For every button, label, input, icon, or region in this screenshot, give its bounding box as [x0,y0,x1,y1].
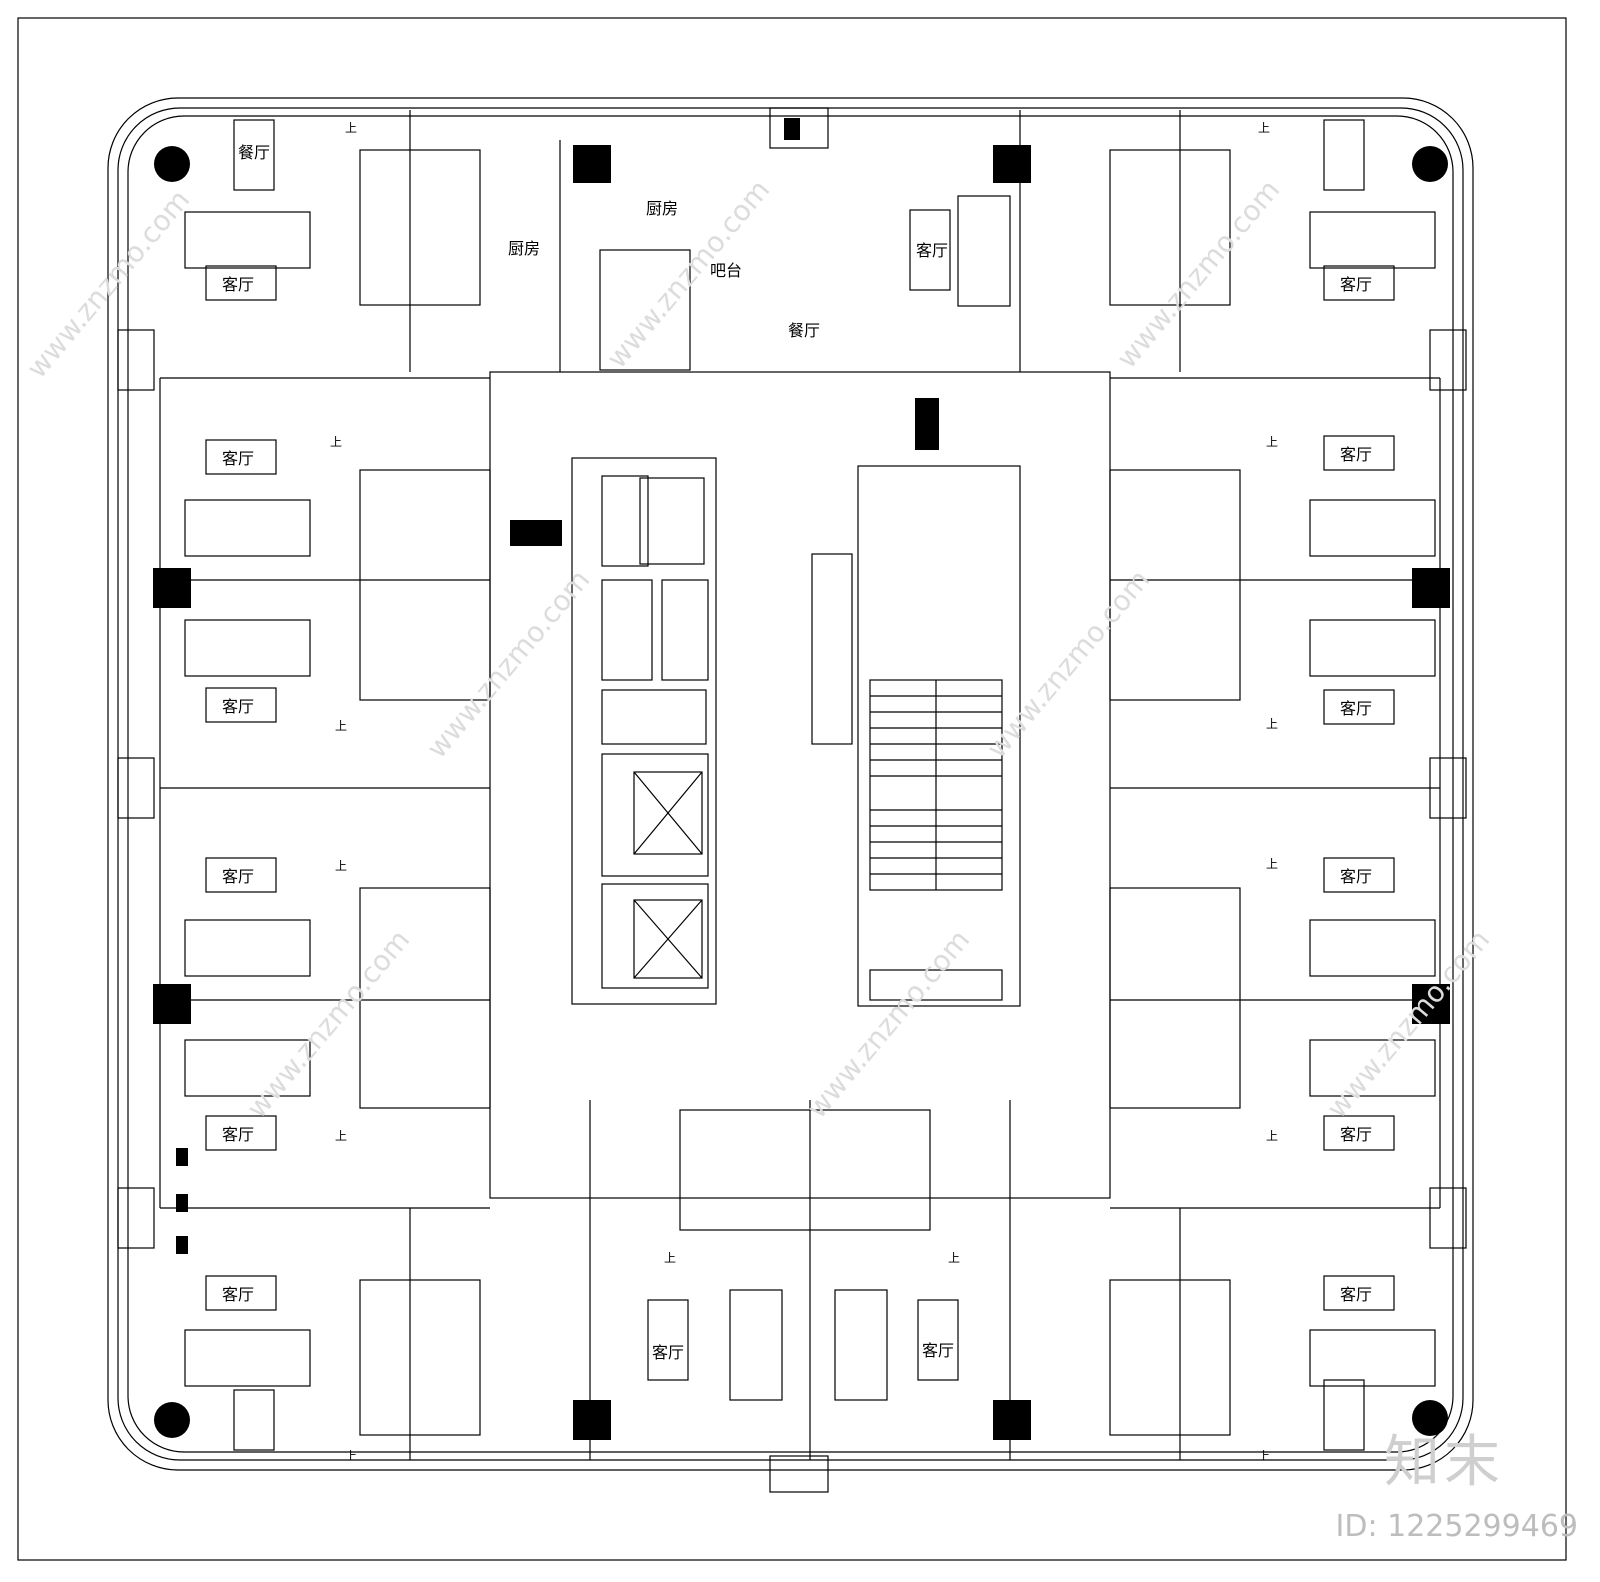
room-label: 客厅 [1340,275,1372,294]
room-label: 厨房 [508,239,540,258]
stair-up-mark: 上 [1266,1129,1278,1143]
stair-up-mark: 上 [1266,435,1278,449]
elevator-core [571,457,717,1005]
watermark-text: www.znzmo.com [1320,923,1496,1124]
room-label: 吧台 [710,261,742,280]
watermark-text: www.znzmo.com [420,563,596,764]
watermark-text: www.znzmo.com [980,563,1156,764]
watermark-text: www.znzmo.com [600,173,776,374]
room-label: 客厅 [922,1341,954,1360]
room-label: 客厅 [222,449,254,468]
room-label: 客厅 [1340,1125,1372,1144]
stair-up-mark: 上 [1258,121,1270,135]
brand-watermark: 知末 [1384,1430,1504,1495]
room-label: 客厅 [1340,699,1372,718]
room-label: 客厅 [222,867,254,886]
watermark-text: www.znzmo.com [240,923,416,1124]
stair-up-mark: 上 [335,1129,347,1143]
watermark-text: www.znzmo.com [1110,173,1286,374]
stair-up-mark: 上 [345,121,357,135]
room-label: 客厅 [222,697,254,716]
stair-up-mark: 上 [330,435,342,449]
room-label: 客厅 [222,275,254,294]
stair-up-mark: 上 [1266,717,1278,731]
room-label: 餐厅 [788,321,820,340]
watermark-layer: www.znzmo.com www.znzmo.com www.znzmo.co… [20,173,1496,1124]
stair-up-mark: 上 [1266,857,1278,871]
stair-up-mark: 上 [664,1251,676,1265]
stair-up-mark: 上 [345,1449,357,1463]
stair-up-mark: 上 [948,1251,960,1265]
stair-core [857,465,1021,1007]
building-outline [107,97,1474,1471]
room-label: 客厅 [222,1125,254,1144]
room-label: 客厅 [916,241,948,260]
room-label: 厨房 [646,199,678,218]
room-label: 客厅 [222,1285,254,1304]
stair-up-marks: 上 上 上 上 上 上 上 上 上 上 上 上 上 上 [330,121,1278,1463]
room-labels: 餐厅 客厅 厨房 厨房 吧台 餐厅 客厅 客厅 客厅 客厅 客厅 客厅 客厅 客… [222,143,1372,1362]
corridor [489,371,1111,1199]
room-label: 客厅 [1340,867,1372,886]
stair-up-mark: 上 [335,719,347,733]
stair-up-mark: 上 [1258,1449,1270,1463]
structural-columns [153,118,1450,1440]
image-id-watermark: ID: 1225299469 [1335,1509,1578,1544]
drawing-frame [17,17,1567,1561]
room-label: 客厅 [652,1343,684,1362]
room-label: 客厅 [1340,445,1372,464]
stair-up-mark: 上 [335,859,347,873]
watermark-text: www.znzmo.com [800,923,976,1124]
room-label: 客厅 [1340,1285,1372,1304]
room-label: 餐厅 [238,143,270,162]
